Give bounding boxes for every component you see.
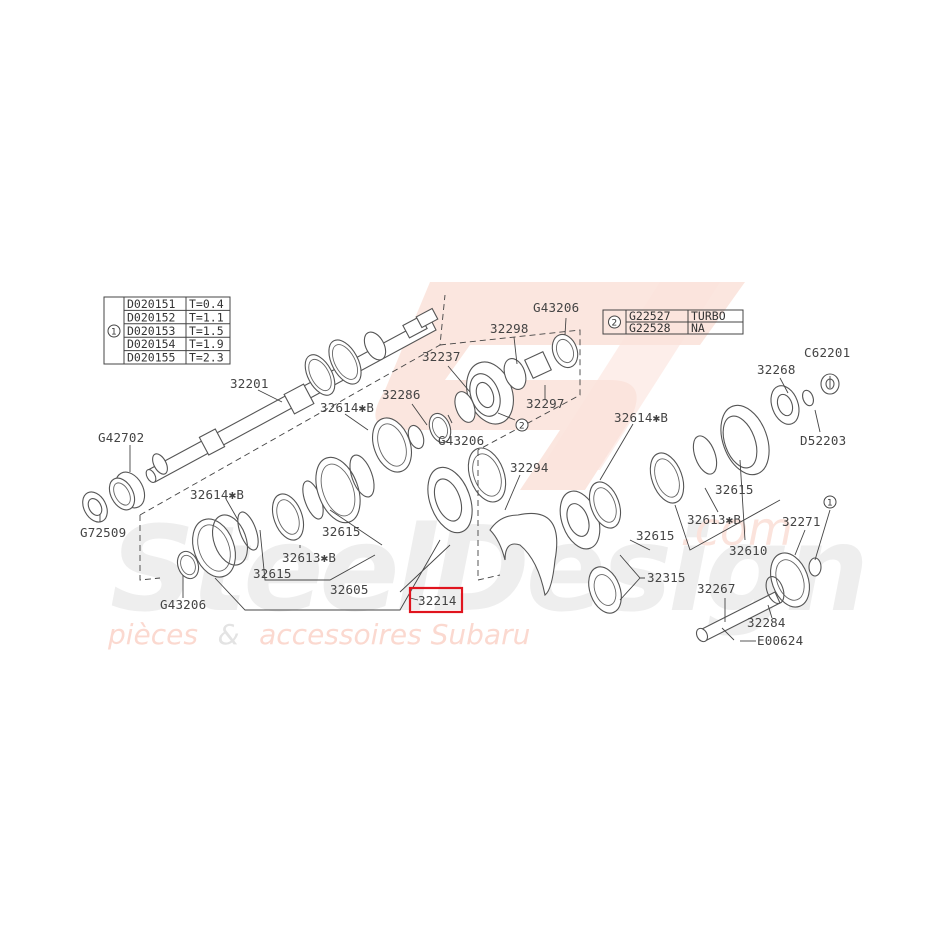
shim-part: D020155 [127, 351, 175, 365]
main-shaft-32201 [145, 307, 439, 484]
plate-32294 [489, 513, 558, 596]
label-32237: 32237 [422, 349, 461, 364]
shim-part: D020152 [127, 310, 175, 324]
bearing-group-mid [454, 333, 579, 425]
bearing-table: 2 G22527 TURBO G22528 NA [602, 309, 744, 335]
label-G43206-left: G43206 [160, 597, 206, 612]
shim-thickness: T=1.5 [189, 324, 224, 338]
label-G43206-mid: G43206 [438, 433, 484, 448]
label-32297: 32297 [526, 396, 565, 411]
label-32298: 32298 [490, 321, 529, 336]
assembly-boundaries [139, 294, 581, 581]
label-C62201: C62201 [804, 345, 850, 360]
gear-group-right [559, 373, 840, 614]
label-32286: 32286 [382, 387, 421, 402]
label-32615-d: 32615 [636, 528, 675, 543]
needle-bearing-G42702 [108, 471, 146, 511]
watermark-domain: .com [680, 502, 793, 556]
leader-lines [99, 317, 831, 642]
label-32214[interactable]: 32214 [418, 593, 457, 608]
label-32605: 32605 [330, 582, 369, 597]
ref-marker-2: 2 [612, 319, 618, 329]
label-32615-a: 32615 [322, 524, 361, 539]
label-32201: 32201 [230, 376, 269, 391]
bearing-variant: TURBO [691, 309, 726, 323]
ref-marker-1: 1 [111, 328, 117, 338]
shim-part: D020154 [127, 337, 176, 351]
shim-part: D020151 [127, 297, 176, 311]
label-G42702: G42702 [98, 430, 144, 445]
label-32613B-right: 32613✱B [687, 512, 741, 527]
label-32294: 32294 [510, 460, 549, 475]
callout-labels: 32201 G42702 G72509 32614✱B G43206 32615… [80, 300, 850, 648]
ref-marker-2-callout: 2 [519, 422, 525, 432]
label-32610: 32610 [729, 543, 768, 558]
label-G43206-top: G43206 [533, 300, 579, 315]
gear-group-left [176, 412, 452, 580]
label-G72509: G72509 [80, 525, 126, 540]
label-32271: 32271 [782, 514, 821, 529]
label-32613B-left: 32613✱B [282, 550, 336, 565]
label-32268: 32268 [757, 362, 796, 377]
label-32284: 32284 [747, 615, 786, 630]
bearing-part: G22527 [629, 309, 671, 323]
label-32615-c: 32615 [715, 482, 754, 497]
shim-thickness: T=2.3 [189, 351, 224, 365]
reverse-idler-assembly [695, 552, 822, 643]
label-32614B-left: 32614✱B [190, 487, 244, 502]
label-32267: 32267 [697, 581, 736, 596]
ref-marker-1-callout: 1 [827, 499, 833, 509]
highlighted-part-32214[interactable]: 32214 [408, 586, 464, 614]
shim-table: 1 D020151 T=0.4 D020152 T=1.1 D020153 T=… [103, 296, 231, 365]
bearing-variant: NA [691, 321, 705, 335]
label-32315: 32315 [647, 570, 686, 585]
label-D52203: D52203 [800, 433, 846, 448]
label-32614B-mid: 32614✱B [320, 400, 374, 415]
label-E00624: E00624 [757, 633, 803, 648]
shim-part: D020153 [127, 324, 176, 338]
watermark-tagline: pièces & accessoires Subaru [107, 618, 530, 651]
shim-thickness: T=1.9 [189, 337, 224, 351]
bearing-part: G22528 [629, 321, 671, 335]
oil-seal-G72509 [82, 491, 108, 523]
shim-thickness: T=0.4 [189, 297, 224, 311]
label-32614B-right: 32614✱B [614, 410, 668, 425]
shim-thickness: T=1.1 [189, 310, 224, 324]
label-32615-b: 32615 [253, 566, 292, 581]
